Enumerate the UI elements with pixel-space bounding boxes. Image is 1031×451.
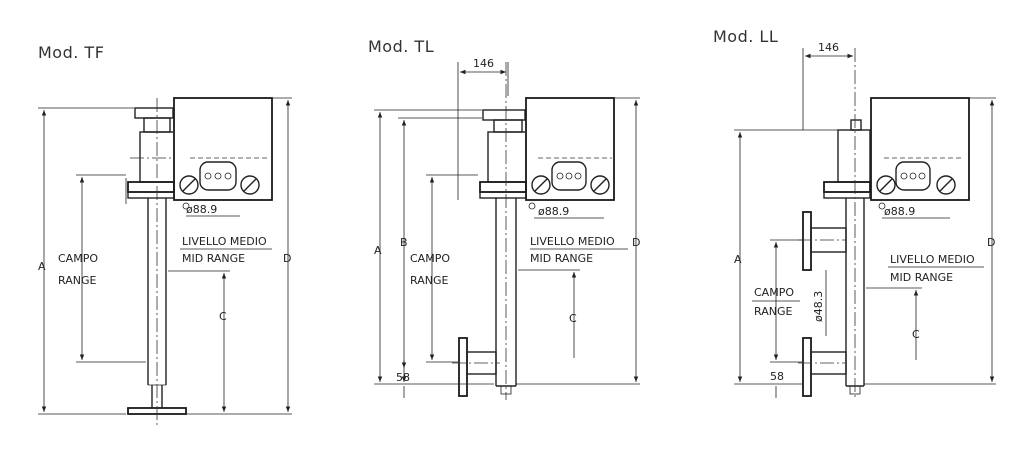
tl-mid-range: MID RANGE	[530, 252, 593, 265]
tf-screw-right-icon	[240, 175, 260, 195]
ll-connector	[876, 161, 956, 195]
ll-diameter: ø88.9	[884, 205, 915, 218]
tl-dim-c: C	[569, 312, 577, 325]
tf-dim-c: C	[219, 310, 227, 323]
tf-dim-d: D	[283, 252, 291, 265]
tf-diameter: ø88.9	[186, 203, 217, 216]
tl-connector	[531, 161, 610, 195]
tl-dim-b: B	[400, 236, 408, 249]
model-ll: Mod. LL 146	[713, 27, 996, 400]
ll-dim-d: D	[987, 236, 995, 249]
model-ll-title: Mod. LL	[713, 27, 778, 46]
tl-livello-medio: LIVELLO MEDIO	[530, 235, 615, 248]
tl-diameter: ø88.9	[538, 205, 569, 218]
tf-connector	[179, 161, 260, 195]
tl-dim-d: D	[632, 236, 640, 249]
ll-diameter-small: ø48.3	[812, 291, 825, 322]
ll-screw-right-icon	[936, 175, 956, 195]
ll-dim-a: A	[734, 253, 742, 266]
ll-dim-c: C	[912, 328, 920, 341]
tl-dim-a: A	[374, 244, 382, 257]
model-tf: Mod. TF	[38, 43, 292, 425]
model-tl: Mod. TL 146	[368, 37, 640, 400]
ll-housing	[870, 97, 970, 201]
tf-campo: CAMPO	[58, 252, 98, 265]
tf-livello-medio: LIVELLO MEDIO	[182, 235, 267, 248]
ll-campo: CAMPO	[754, 286, 794, 299]
tf-range: RANGE	[58, 274, 96, 287]
model-tf-title: Mod. TF	[38, 43, 104, 62]
tf-dim-a: A	[38, 260, 46, 273]
tl-screw-right-icon	[590, 175, 610, 195]
tl-range: RANGE	[410, 274, 448, 287]
ll-screw-left-icon	[876, 175, 896, 195]
tf-screw-left-icon	[179, 175, 199, 195]
tf-mid-range: MID RANGE	[182, 252, 245, 265]
ll-livello-medio: LIVELLO MEDIO	[890, 253, 975, 266]
tl-screw-left-icon	[531, 175, 551, 195]
tl-campo: CAMPO	[410, 252, 450, 265]
ll-dim-58: 58	[770, 370, 784, 383]
tl-dim-58: 58	[396, 371, 410, 384]
tl-dim-146: 146	[473, 57, 494, 70]
ll-range: RANGE	[754, 305, 792, 318]
model-tl-title: Mod. TL	[368, 37, 434, 56]
ll-dim-146: 146	[818, 41, 839, 54]
ll-mid-range: MID RANGE	[890, 271, 953, 284]
